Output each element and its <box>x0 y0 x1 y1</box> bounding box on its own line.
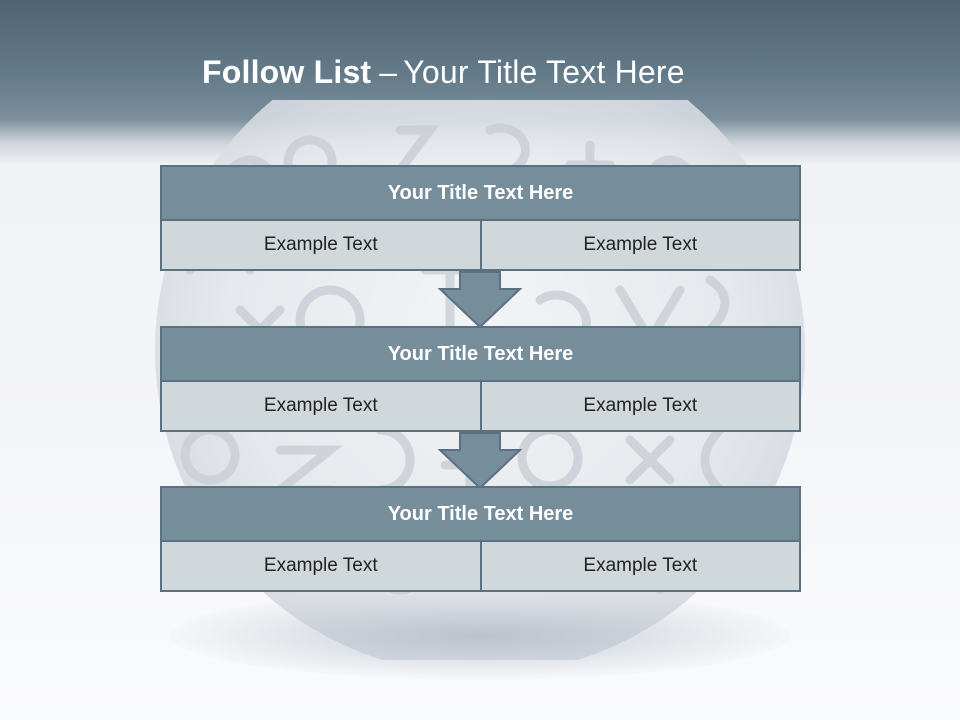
slide-title-bold: Follow List <box>202 54 372 90</box>
follow-block-1: Your Title Text Here Example Text Exampl… <box>160 165 801 271</box>
block-cell-right: Example Text <box>481 221 801 271</box>
down-arrow-icon <box>438 271 522 329</box>
follow-block-2: Your Title Text Here Example Text Exampl… <box>160 326 801 432</box>
block-title: Your Title Text Here <box>160 165 801 221</box>
block-title: Your Title Text Here <box>160 486 801 542</box>
down-arrow-icon <box>438 432 522 490</box>
slide-title-rest: Your Title Text Here <box>403 54 685 90</box>
sphere-shadow <box>170 590 790 680</box>
block-cell-right: Example Text <box>481 382 801 432</box>
follow-block-3: Your Title Text Here Example Text Exampl… <box>160 486 801 592</box>
block-cell-left: Example Text <box>160 382 482 432</box>
block-title: Your Title Text Here <box>160 326 801 382</box>
slide-title-separator: – <box>379 54 398 90</box>
block-row: Example Text Example Text <box>160 542 801 592</box>
block-cell-left: Example Text <box>160 221 482 271</box>
slide-title: Follow List–Your Title Text Here <box>202 54 685 91</box>
block-cell-right: Example Text <box>481 542 801 592</box>
block-row: Example Text Example Text <box>160 382 801 432</box>
block-cell-left: Example Text <box>160 542 482 592</box>
block-row: Example Text Example Text <box>160 221 801 271</box>
